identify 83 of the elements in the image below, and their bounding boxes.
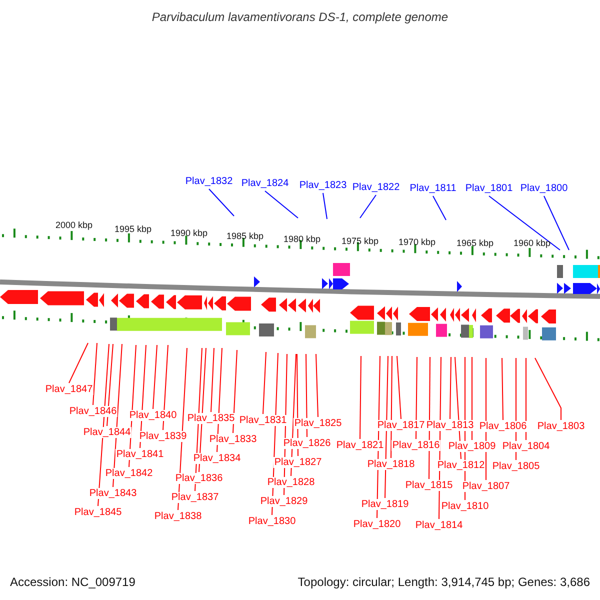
gene-label: Plav_1824 — [240, 178, 290, 189]
leader-line — [316, 354, 318, 418]
gene-label: Plav_1816 — [391, 440, 441, 451]
leader-line — [450, 356, 452, 420]
leader-line — [210, 348, 214, 412]
leader-line — [92, 342, 98, 406]
gene-label: Plav_1844 — [82, 427, 132, 438]
gene-label: Plav_1800 — [519, 183, 569, 194]
scale-label: 1985 kbp — [226, 230, 264, 242]
leader-line — [262, 352, 266, 414]
gene-label: Plav_1821 — [335, 440, 385, 451]
footer-text: Accession: NC_009719 — [10, 576, 136, 588]
gene-label: Plav_1811 — [408, 183, 458, 194]
gene-label: Plav_1836 — [174, 473, 224, 484]
leader-line — [390, 356, 392, 458]
gene-label: Plav_1832 — [184, 176, 234, 187]
scale-label: 1960 kbp — [513, 237, 551, 249]
gene-label: Plav_1845 — [73, 507, 123, 518]
gene-label: Plav_1817 — [376, 420, 426, 431]
scale-label: 2000 kbp — [55, 219, 93, 231]
leader-line — [106, 344, 114, 426]
gene-label: Plav_1804 — [501, 441, 551, 452]
gene-label: Plav_1831 — [238, 415, 288, 426]
leader-line — [534, 358, 562, 420]
gene-label: Plav_1806 — [478, 421, 528, 432]
gene-label: Plav_1828 — [266, 477, 316, 488]
leader-line — [488, 196, 560, 250]
gene-label: Plav_1834 — [192, 453, 242, 464]
gene-label: Plav_1839 — [138, 431, 188, 442]
scale-label: 1970 kbp — [398, 236, 436, 248]
leader-line — [232, 350, 238, 434]
gene-label: Plav_1815 — [404, 480, 454, 491]
chart-title: Parvibaculum lavamentivorans DS-1, complete genome — [152, 11, 448, 23]
leader-line — [152, 344, 158, 410]
leader-line — [264, 190, 298, 218]
gene-label: Plav_1822 — [351, 182, 401, 193]
gene-label: Plav_1805 — [491, 461, 541, 472]
scale-label: 1965 kbp — [456, 237, 494, 249]
leader-line — [68, 342, 88, 384]
gene-label: Plav_1847 — [44, 384, 94, 395]
leader-line — [306, 354, 308, 438]
gene-label: Plav_1843 — [88, 488, 138, 499]
leader-line — [416, 356, 418, 440]
scale-label: 1990 kbp — [170, 227, 208, 239]
gene-label: Plav_1840 — [128, 410, 178, 421]
leader-line — [360, 194, 376, 218]
gene-label: Plav_1812 — [436, 460, 486, 471]
scale-label: 1980 kbp — [283, 233, 321, 245]
gene-label: Plav_1813 — [425, 420, 475, 431]
gene-label: Plav_1810 — [440, 501, 490, 512]
gene-label: Plav_1830 — [247, 516, 297, 527]
gene-label: Plav_1838 — [153, 511, 203, 522]
leader-line — [322, 192, 328, 220]
scale-label: 1975 kbp — [341, 235, 379, 247]
gene-label: Plav_1803 — [536, 421, 586, 432]
gene-label: Plav_1841 — [115, 449, 165, 460]
gene-label: Plav_1842 — [104, 468, 154, 479]
gene-label: Plav_1826 — [282, 438, 332, 449]
gene-label: Plav_1807 — [461, 481, 511, 492]
gene-label: Plav_1820 — [352, 519, 402, 530]
gene-label: Plav_1829 — [259, 496, 309, 507]
scale-label: 1995 kbp — [114, 223, 152, 235]
gene-label: Plav_1818 — [366, 459, 416, 470]
gene-label: Plav_1837 — [170, 492, 220, 503]
gene-label: Plav_1846 — [68, 406, 118, 417]
leader-line — [208, 188, 234, 216]
leader-line — [360, 356, 362, 440]
gene-label: Plav_1819 — [360, 499, 410, 510]
leader-line — [162, 344, 168, 430]
gene-label: Plav_1825 — [293, 418, 343, 429]
gene-label: Plav_1809 — [447, 441, 497, 452]
gene-label: Plav_1801 — [464, 183, 514, 194]
leader-line — [544, 196, 570, 250]
gene-label: Plav_1814 — [414, 520, 464, 531]
leader-line — [432, 196, 446, 220]
leader-line — [396, 356, 402, 420]
footer-text: Topology: circular; Length: 3,914,745 bp; Genes: 3,686 — [298, 576, 590, 588]
gene-label: Plav_1827 — [273, 457, 323, 468]
gene-label: Plav_1835 — [186, 413, 236, 424]
gene-label: Plav_1823 — [298, 180, 348, 191]
gene-label: Plav_1833 — [208, 434, 258, 445]
leader-line — [502, 358, 504, 420]
leader-line — [112, 344, 122, 488]
